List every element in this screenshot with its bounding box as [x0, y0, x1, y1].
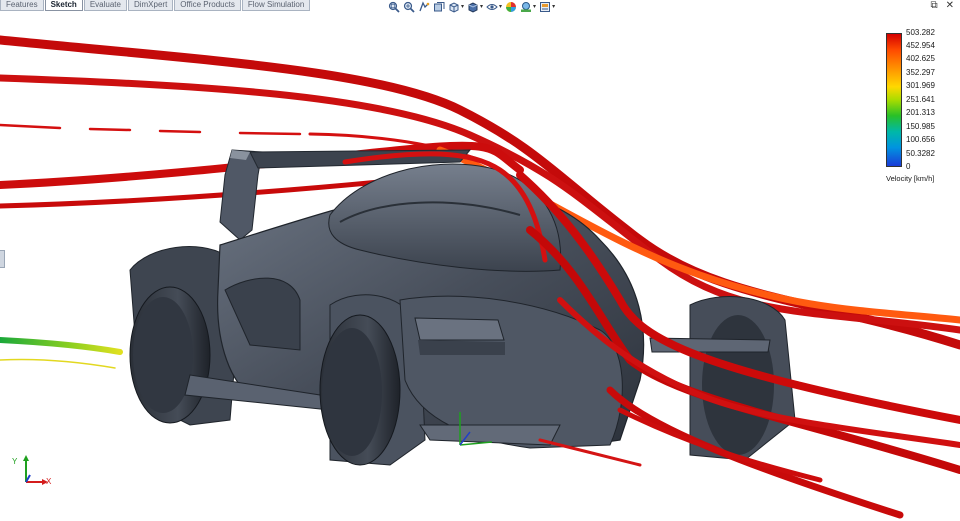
- flow-trajectories-front: [0, 151, 960, 519]
- legend-tick: 402.625: [906, 54, 935, 63]
- restore-window-button[interactable]: ⧉: [930, 0, 938, 11]
- tab-office-products[interactable]: Office Products: [174, 0, 241, 11]
- legend-color-bar: [886, 33, 902, 167]
- chevron-down-icon: ▾: [552, 3, 556, 10]
- feature-manager-expand-handle[interactable]: [0, 250, 5, 268]
- apply-scene-icon[interactable]: ▾: [520, 1, 536, 13]
- flow-trajectories-back: [0, 35, 960, 350]
- legend-tick: 0: [906, 162, 911, 171]
- origin-axis: [459, 412, 493, 446]
- view-settings-icon[interactable]: ▾: [539, 1, 555, 13]
- legend-tick: 503.282: [906, 28, 935, 37]
- legend-tick: 251.641: [906, 95, 935, 104]
- chevron-down-icon: ▾: [533, 3, 537, 10]
- tab-dimxpert[interactable]: DimXpert: [127, 0, 174, 11]
- legend-tick: 452.954: [906, 41, 935, 50]
- edit-appearance-icon[interactable]: [505, 1, 517, 13]
- close-window-button[interactable]: ✕: [945, 0, 954, 11]
- hide-show-items-icon[interactable]: ▾: [486, 1, 502, 13]
- rear-right-wheel: [649, 296, 796, 461]
- section-view-icon[interactable]: [433, 1, 445, 13]
- tab-flow-simulation[interactable]: Flow Simulation: [241, 0, 311, 11]
- reference-triad: Y X: [12, 455, 58, 493]
- previous-view-icon[interactable]: [418, 0, 430, 13]
- chevron-down-icon: ▾: [461, 3, 465, 10]
- legend-tick: 100.656: [906, 135, 935, 144]
- legend-tick: 301.969: [906, 81, 935, 90]
- front-left-wheel: [319, 294, 426, 466]
- display-style-icon[interactable]: ▾: [467, 1, 483, 13]
- zoom-to-area-icon[interactable]: [403, 1, 415, 13]
- chevron-down-icon: ▾: [480, 3, 484, 10]
- legend-unit-label: Velocity [km/h]: [886, 174, 935, 183]
- car-nose: [399, 295, 623, 449]
- triad-x-label: X: [46, 477, 52, 486]
- command-manager-tabs: Features Sketch Evaluate DimXpert Office…: [0, 0, 311, 11]
- velocity-legend: 503.282 452.954 402.625 352.297 301.969 …: [884, 28, 960, 188]
- tab-features[interactable]: Features: [0, 0, 44, 11]
- legend-tick: 150.985: [906, 122, 935, 131]
- chevron-down-icon: ▾: [499, 3, 503, 10]
- legend-tick: 201.313: [906, 108, 935, 117]
- triad-y-label: Y: [12, 457, 18, 466]
- triad-axes-icon: [23, 455, 48, 485]
- zoom-to-fit-icon[interactable]: [388, 1, 400, 13]
- window-controls: ⧉ ✕: [930, 1, 954, 11]
- heads-up-view-toolbar: ▾ ▾ ▾ ▾ ▾: [388, 0, 555, 13]
- view-orientation-icon[interactable]: ▾: [448, 1, 464, 13]
- legend-tick: 50.3282: [906, 149, 935, 158]
- tab-evaluate[interactable]: Evaluate: [83, 0, 127, 11]
- tab-sketch[interactable]: Sketch: [44, 0, 83, 11]
- legend-tick: 352.297: [906, 68, 935, 77]
